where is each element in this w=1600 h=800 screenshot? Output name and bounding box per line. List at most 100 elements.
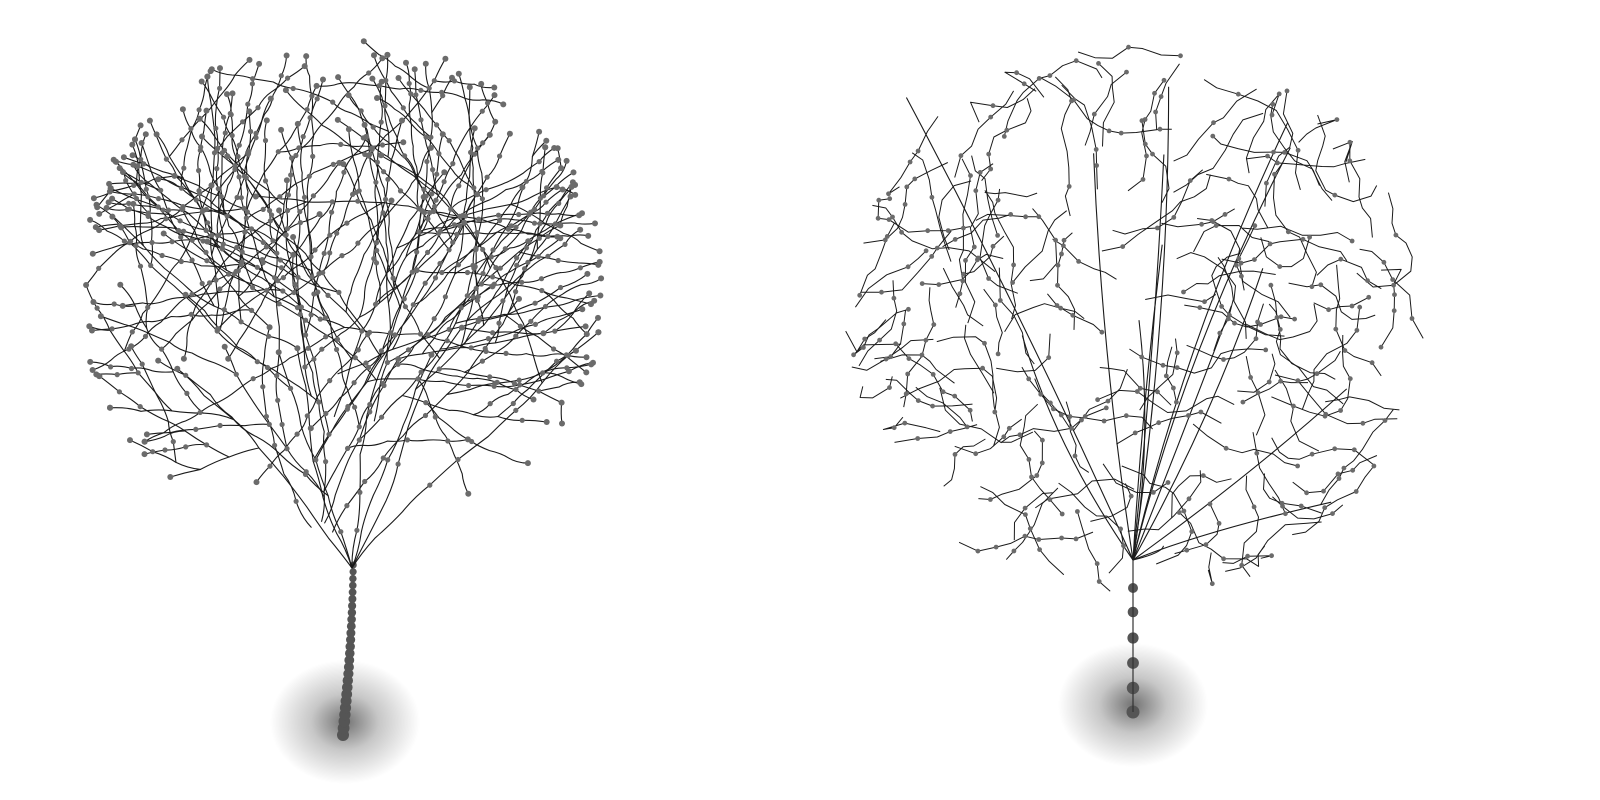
branch-tip (221, 343, 228, 350)
branch-node (329, 209, 335, 215)
branch-node (556, 200, 562, 206)
branch-node (1174, 365, 1180, 370)
branch-node (446, 326, 452, 332)
branch-node (537, 195, 544, 201)
branch-node (929, 194, 935, 200)
branch-node (207, 280, 213, 286)
branch-tip (313, 82, 320, 89)
branch-node (405, 347, 412, 353)
branch-node (862, 336, 868, 342)
branch-node (203, 227, 209, 233)
branch-node (1217, 330, 1223, 336)
branch-tip (105, 199, 112, 206)
branch (942, 213, 1011, 248)
branch-node (1163, 373, 1169, 379)
branch-node (1174, 399, 1179, 405)
branch-node (1235, 91, 1241, 97)
branch-node (497, 153, 503, 159)
branch-node (993, 302, 998, 308)
branch (157, 360, 329, 497)
branch-node (542, 303, 549, 310)
branch-node (538, 276, 545, 282)
branch (1061, 84, 1098, 190)
branch (214, 67, 225, 250)
branch-node (902, 202, 908, 207)
branch-node (424, 158, 430, 165)
branch-node (430, 167, 436, 173)
branch-node (907, 159, 913, 165)
branch (1244, 303, 1318, 341)
branch-node (276, 301, 282, 307)
branch-tip (595, 314, 601, 321)
branch-tip (229, 90, 236, 97)
branch-node (183, 372, 189, 378)
branch (874, 309, 907, 360)
branch-tip (525, 238, 532, 245)
branch-node (1341, 465, 1347, 471)
branch-node (269, 212, 275, 218)
branch-node (446, 138, 452, 144)
branch-tip (89, 250, 96, 257)
branch (1271, 334, 1351, 417)
branch-tip (492, 118, 499, 125)
branch-node (213, 277, 219, 283)
branch-node (490, 247, 496, 253)
branch-node (395, 461, 401, 467)
branch-node (1332, 192, 1338, 198)
branch (560, 402, 563, 425)
branch-node (419, 207, 425, 213)
branch-tip (598, 275, 605, 282)
branch-tip (568, 183, 575, 190)
branch-tip (335, 74, 342, 81)
branch-node (906, 356, 912, 361)
branch (851, 338, 934, 371)
branch (425, 402, 529, 464)
branch-tip (583, 369, 590, 376)
branch-node (519, 417, 525, 423)
branch (274, 179, 288, 450)
branch-node (1011, 548, 1017, 554)
limb (1132, 545, 1165, 561)
branch-node (367, 409, 373, 415)
branch-node (253, 130, 259, 136)
branch (1344, 141, 1353, 183)
branch (1145, 293, 1217, 303)
branch (351, 196, 425, 569)
branch-node (968, 173, 973, 179)
branch-tip (466, 84, 473, 91)
branch-node (511, 380, 517, 386)
branch-node (957, 291, 963, 297)
branch-node (255, 105, 261, 111)
branch-node (1277, 327, 1283, 332)
branch-node (1155, 389, 1160, 395)
branch-tip (596, 248, 603, 255)
branch-node (1378, 344, 1384, 350)
branch-node (1008, 212, 1014, 217)
branch-node (200, 238, 206, 244)
branch-node (480, 246, 486, 253)
branch-node (961, 271, 966, 277)
branch-node (454, 231, 460, 237)
branch-node (1291, 403, 1296, 409)
node-group (83, 38, 605, 535)
branch (503, 313, 587, 373)
branch-node (484, 174, 490, 180)
branch-node (277, 194, 283, 200)
branch-node (1139, 354, 1145, 360)
branch-node (345, 445, 351, 451)
branch-tip (143, 431, 150, 438)
branch-node (919, 352, 925, 358)
branch-node (128, 365, 135, 372)
branch-node (531, 220, 538, 226)
branch (120, 225, 340, 293)
branch-tip (567, 193, 574, 200)
branch-tip (119, 302, 126, 309)
branch (964, 163, 994, 324)
branch-tip (585, 232, 592, 239)
branch-tip (388, 197, 395, 204)
branch-node (323, 334, 329, 340)
branch-node (1079, 417, 1084, 423)
branch (185, 294, 320, 403)
limb (1021, 335, 1134, 561)
branch-node (423, 193, 429, 199)
